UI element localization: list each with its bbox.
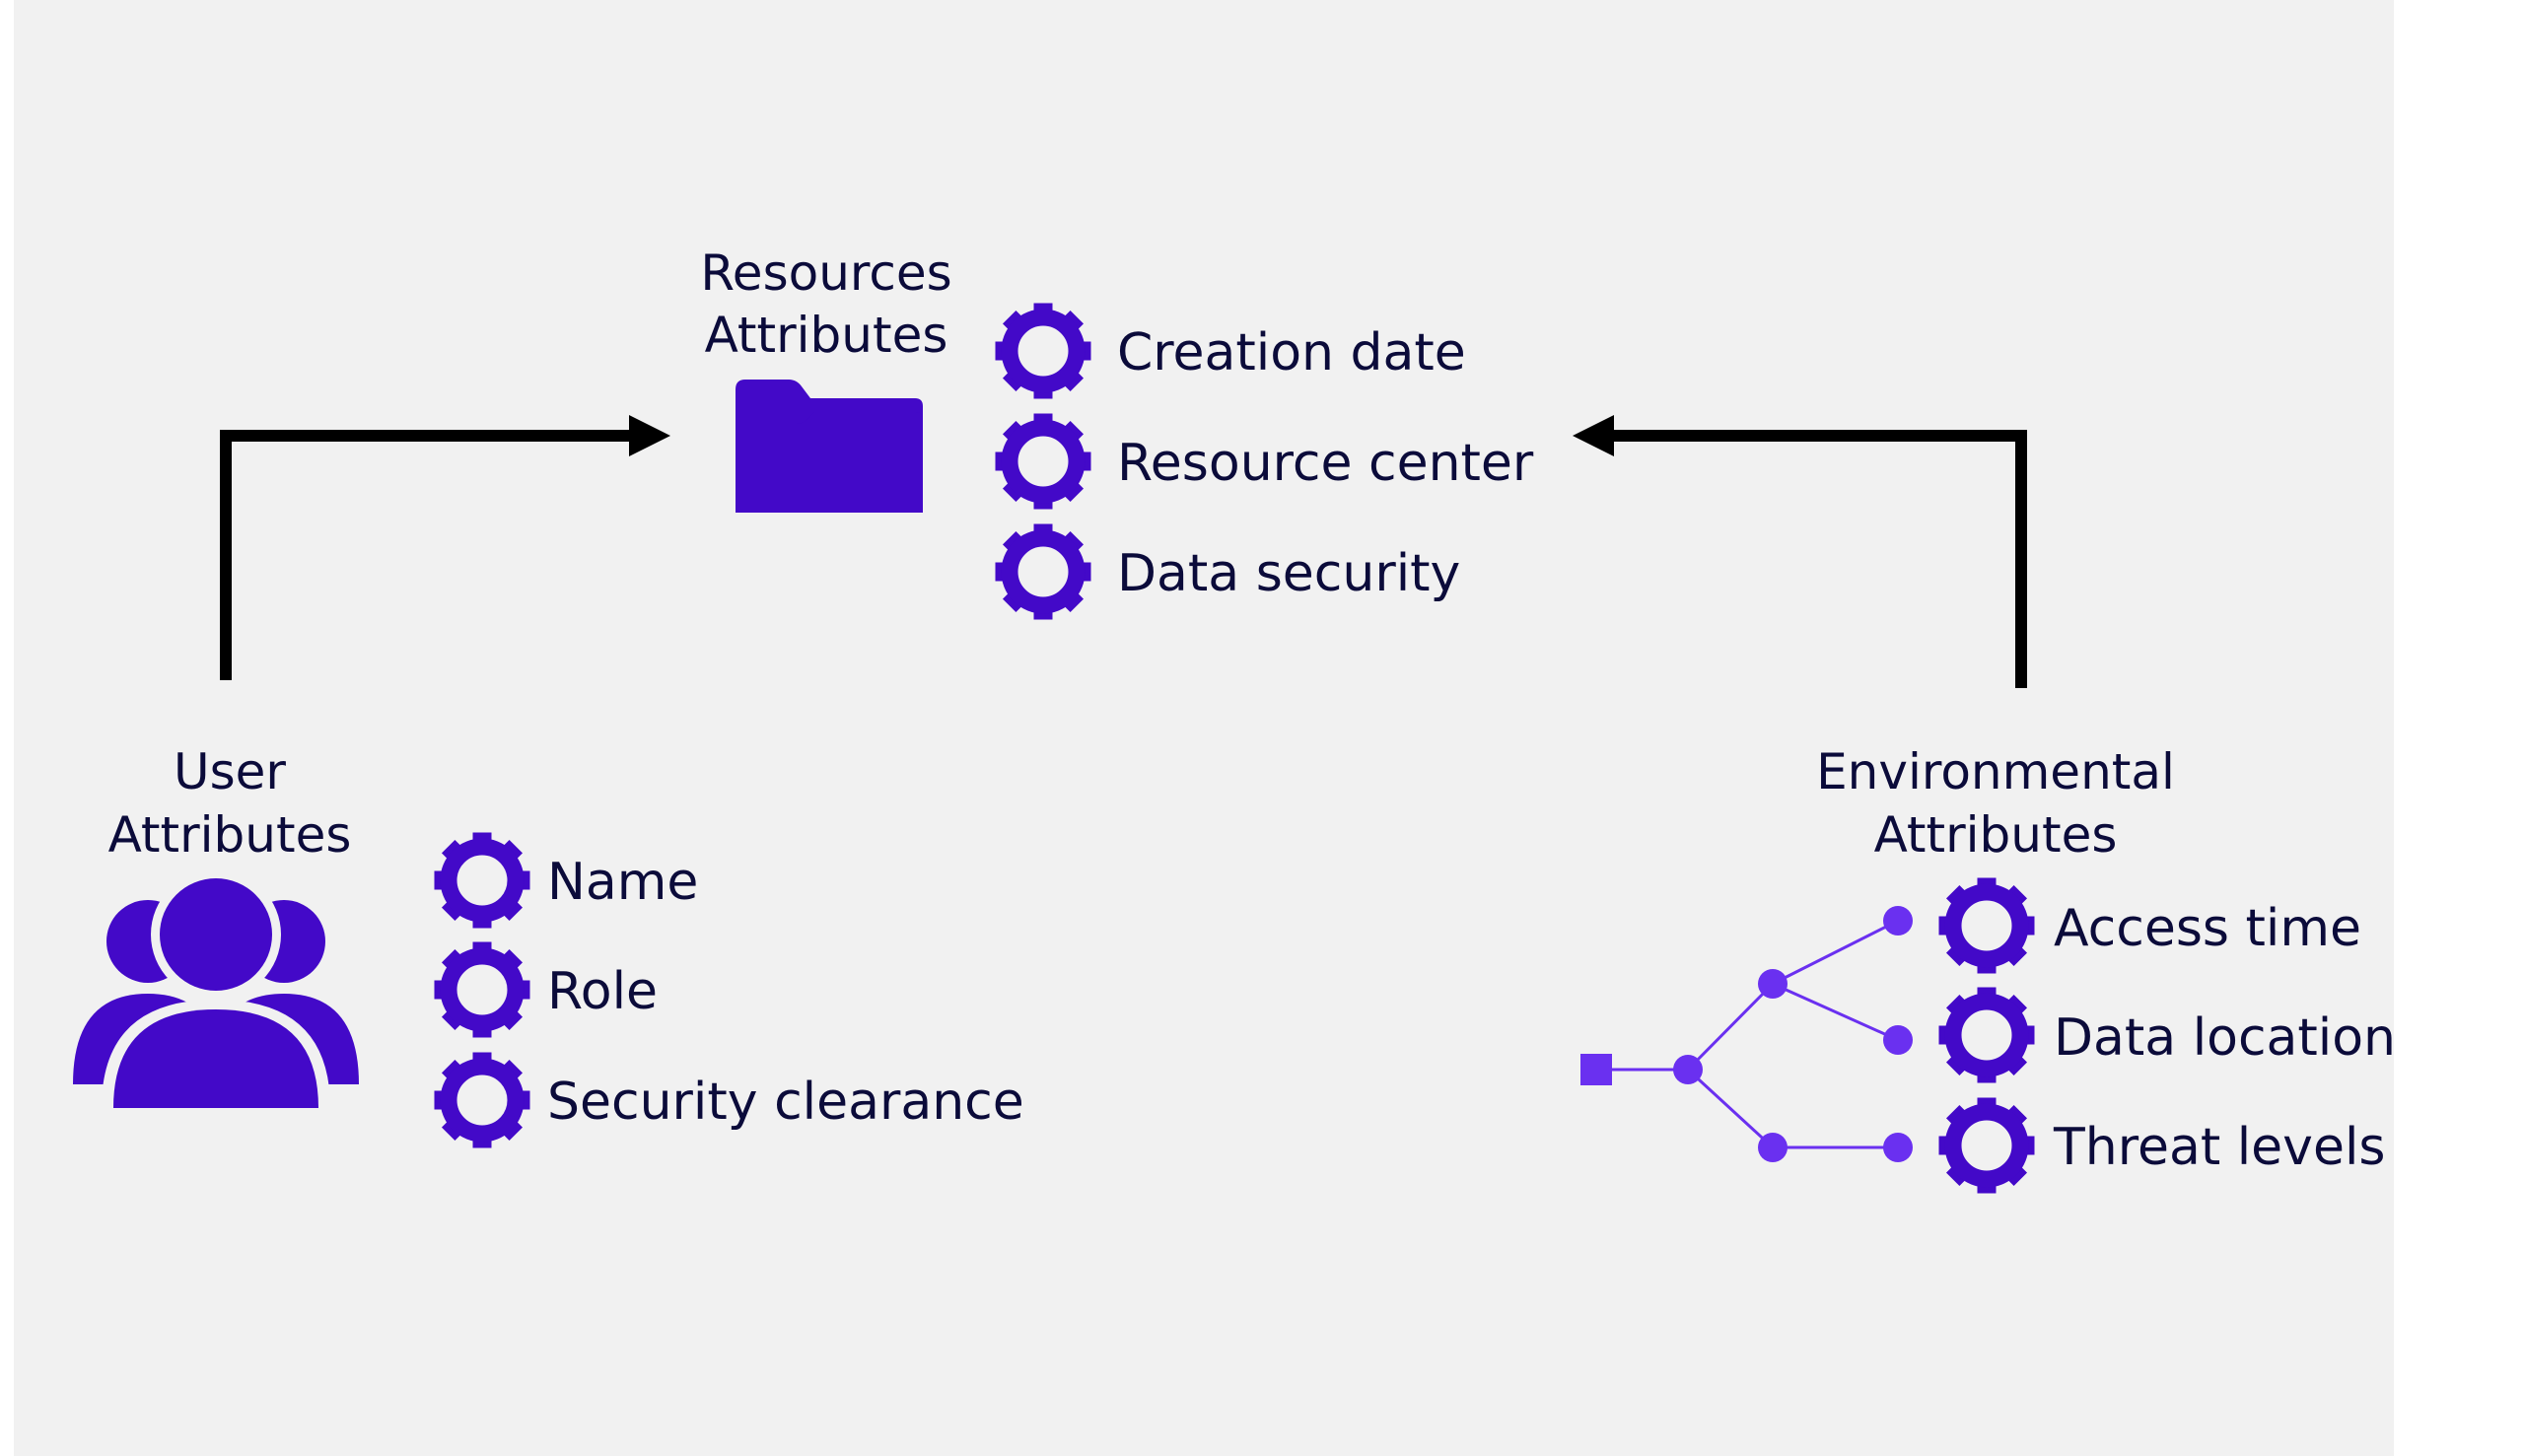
user-title-line2: Attributes: [108, 806, 352, 864]
resources-item-3-label: Data security: [1117, 544, 1460, 603]
user-item-3-label: Security clearance: [547, 1073, 1024, 1132]
resources-title-line2: Attributes: [705, 307, 948, 364]
environmental-item-3-label: Threat levels: [2053, 1118, 2385, 1177]
environmental-item-2-label: Data location: [2054, 1008, 2396, 1068]
user-item-3: Security clearance: [435, 1053, 1024, 1147]
resources-item-1-label: Creation date: [1117, 323, 1466, 382]
resources-item-3: Data security: [996, 524, 1460, 619]
user-item-2-label: Role: [547, 962, 658, 1021]
arrow-environment-to-resources: [1573, 415, 2027, 688]
environmental-attributes-group: Environmental Attributes Access time Dat…: [1580, 743, 2396, 1193]
user-item-1: Name: [435, 833, 698, 928]
user-item-1-label: Name: [547, 853, 698, 912]
network-tree-icon: [1580, 906, 1913, 1162]
user-title-line1: User: [174, 743, 286, 800]
environmental-item-3: Threat levels: [1939, 1098, 2385, 1193]
environmental-item-1: Access time: [1939, 878, 2361, 973]
resources-item-1: Creation date: [996, 304, 1466, 398]
resources-attributes-group: Resources Attributes Creation date Resou…: [700, 244, 1534, 619]
environmental-item-2: Data location: [1939, 988, 2396, 1082]
users-group-icon: [73, 869, 359, 1108]
user-attributes-group: User Attributes Name Role Security c: [73, 743, 1024, 1147]
resources-item-2-label: Resource center: [1117, 434, 1534, 493]
resources-item-2: Resource center: [996, 414, 1534, 509]
resources-title-line1: Resources: [700, 244, 951, 302]
arrow-user-to-resources: [220, 415, 670, 680]
user-item-2: Role: [435, 942, 658, 1037]
environmental-item-1-label: Access time: [2054, 899, 2361, 958]
environmental-title-line2: Attributes: [1874, 806, 2118, 864]
folder-icon: [736, 380, 923, 513]
diagram-panel: [14, 0, 2394, 1456]
environmental-title-line1: Environmental: [1816, 743, 2175, 800]
